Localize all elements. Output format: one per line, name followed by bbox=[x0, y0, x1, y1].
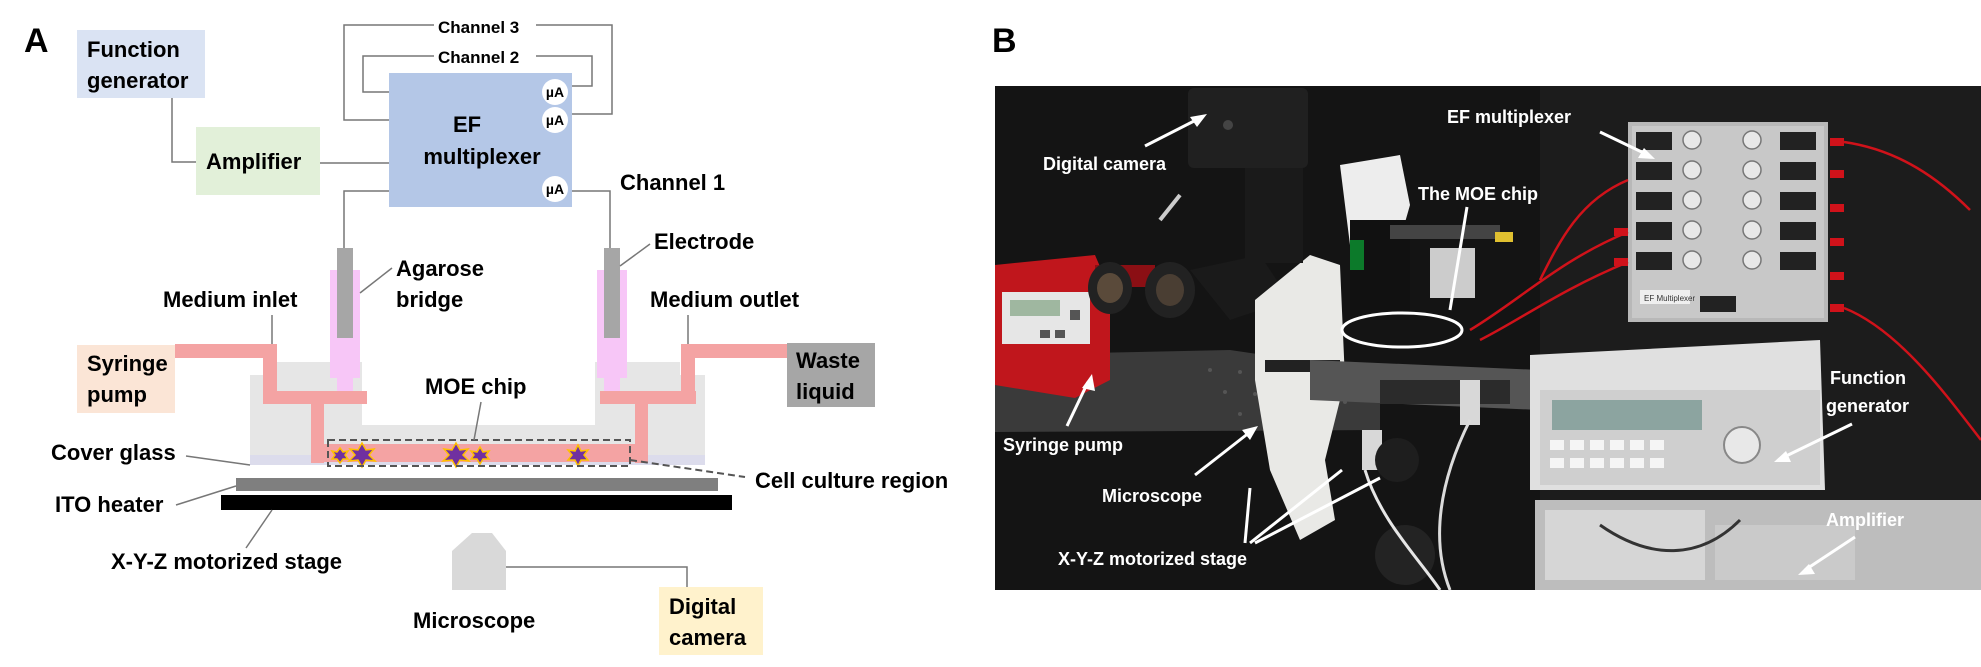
electrode-pointer bbox=[619, 243, 651, 267]
moe-chip-highlight bbox=[1340, 311, 1464, 349]
photo-syringe-pump-label: Syringe pump bbox=[1003, 435, 1123, 455]
digital-camera-arrowhead bbox=[1190, 114, 1207, 127]
stage-arrows bbox=[1243, 468, 1381, 545]
right-electrode bbox=[604, 248, 620, 338]
ef-multiplexer-label-1: EF bbox=[453, 112, 481, 137]
microscope-arrow bbox=[1194, 430, 1251, 477]
amplifier-box bbox=[196, 127, 320, 195]
photo-moe-chip-label: The MOE chip bbox=[1418, 184, 1538, 204]
electrode-label: Electrode bbox=[654, 229, 754, 254]
digital-camera-label-2: camera bbox=[669, 625, 747, 650]
microamp-label-2: µA bbox=[546, 112, 564, 128]
amplifier-label: Amplifier bbox=[206, 149, 302, 174]
photo-function-generator-label-1: Function bbox=[1830, 368, 1906, 388]
left-electrode-wire bbox=[343, 190, 389, 248]
ef-multiplexer-arrow bbox=[1599, 130, 1649, 157]
ef-multiplexer-box bbox=[389, 73, 572, 207]
panel-a: A Function generator Amplifier Channel 3… bbox=[24, 16, 948, 655]
lab-setup-photo: EF Multiplexer bbox=[995, 86, 1981, 591]
microamp-meter-icon-1 bbox=[542, 79, 568, 105]
photo-ef-multiplexer-label: EF multiplexer bbox=[1447, 107, 1571, 127]
channel-2-label-bg bbox=[434, 46, 536, 66]
moe-chip-label: MOE chip bbox=[425, 374, 526, 399]
amplifier-arrow bbox=[1804, 535, 1856, 572]
microscope-arrowhead bbox=[1242, 426, 1258, 440]
function-generator-label-1: Function bbox=[87, 37, 180, 62]
microscope-camera-wire bbox=[506, 566, 688, 593]
ito-heater-pointer bbox=[175, 485, 237, 506]
right-electrode-wire bbox=[572, 190, 611, 248]
channel-1-label: Channel 1 bbox=[620, 170, 725, 195]
ito-heater-label: ITO heater bbox=[55, 492, 164, 517]
agarose-bridge-pointer bbox=[359, 267, 393, 294]
microamp-label-1: µA bbox=[546, 84, 564, 100]
motorized-stage bbox=[221, 495, 732, 510]
photo-function-generator-label-2: generator bbox=[1826, 396, 1909, 416]
microscope-objective-icon bbox=[452, 533, 506, 590]
photo-digital-camera-label: Digital camera bbox=[1043, 154, 1167, 174]
ito-heater bbox=[236, 478, 718, 491]
device-panel-text: EF Multiplexer bbox=[1644, 294, 1695, 303]
digital-camera-label-1: Digital bbox=[669, 594, 736, 619]
channel-3-label-bg bbox=[434, 16, 536, 36]
digital-camera-arrow bbox=[1144, 116, 1201, 148]
microamp-meter-icon-2 bbox=[542, 107, 568, 133]
cell-culture-pointer bbox=[629, 459, 746, 478]
cover-glass-pointer bbox=[185, 455, 251, 466]
panel-b: B bbox=[992, 22, 1981, 591]
panel-b-letter: B bbox=[992, 22, 1017, 60]
ef-multiplexer-arrowhead bbox=[1638, 148, 1655, 159]
digital-camera-box bbox=[659, 587, 763, 655]
function-generator-arrowhead bbox=[1774, 451, 1791, 462]
waste-liquid-box bbox=[787, 343, 875, 407]
photo-amplifier-label: Amplifier bbox=[1826, 510, 1904, 530]
medium-outlet-label: Medium outlet bbox=[650, 287, 800, 312]
stage-label: X-Y-Z motorized stage bbox=[111, 549, 342, 574]
photo-microscope-label: Microscope bbox=[1102, 486, 1202, 506]
syringe-pump-arrow bbox=[1065, 381, 1090, 427]
stage-pointer bbox=[245, 509, 273, 549]
moe-chip-arrow bbox=[1448, 206, 1469, 311]
cell-culture-region-box bbox=[327, 439, 631, 467]
waste-liquid-label-2: liquid bbox=[796, 379, 855, 404]
function-generator-arrow bbox=[1781, 422, 1853, 460]
microamp-label-3: µA bbox=[546, 181, 564, 197]
agarose-bridge-label-1: Agarose bbox=[396, 256, 484, 281]
photo-stage-label: X-Y-Z motorized stage bbox=[1058, 549, 1247, 569]
microscope-label: Microscope bbox=[413, 608, 535, 633]
right-bridge-tip bbox=[604, 375, 620, 393]
cover-glass-label: Cover glass bbox=[51, 440, 176, 465]
syringe-pump-box bbox=[77, 345, 175, 413]
function-generator-box bbox=[77, 30, 205, 98]
agarose-bridge-label-2: bridge bbox=[396, 287, 463, 312]
left-bridge-tip bbox=[337, 375, 353, 393]
panel-a-letter: A bbox=[24, 22, 49, 60]
medium-channels bbox=[175, 344, 787, 463]
left-electrode bbox=[337, 248, 353, 338]
waste-liquid-label-1: Waste bbox=[796, 348, 860, 373]
medium-inlet-label: Medium inlet bbox=[163, 287, 298, 312]
microamp-meter-icon-3 bbox=[542, 176, 568, 202]
fg-amp-wire bbox=[171, 98, 196, 163]
cell-culture-region-label: Cell culture region bbox=[755, 468, 948, 493]
channel-2-label: Channel 2 bbox=[438, 48, 519, 67]
syringe-pump-arrowhead bbox=[1082, 374, 1095, 391]
moe-chip-pointer bbox=[473, 401, 482, 441]
ef-multiplexer-label-2: multiplexer bbox=[423, 144, 541, 169]
syringe-pump-label-2: pump bbox=[87, 382, 147, 407]
syringe-pump-label-1: Syringe bbox=[87, 351, 168, 376]
function-generator-label-2: generator bbox=[87, 68, 189, 93]
channel-3-label: Channel 3 bbox=[438, 18, 519, 37]
amplifier-arrowhead bbox=[1798, 564, 1815, 575]
